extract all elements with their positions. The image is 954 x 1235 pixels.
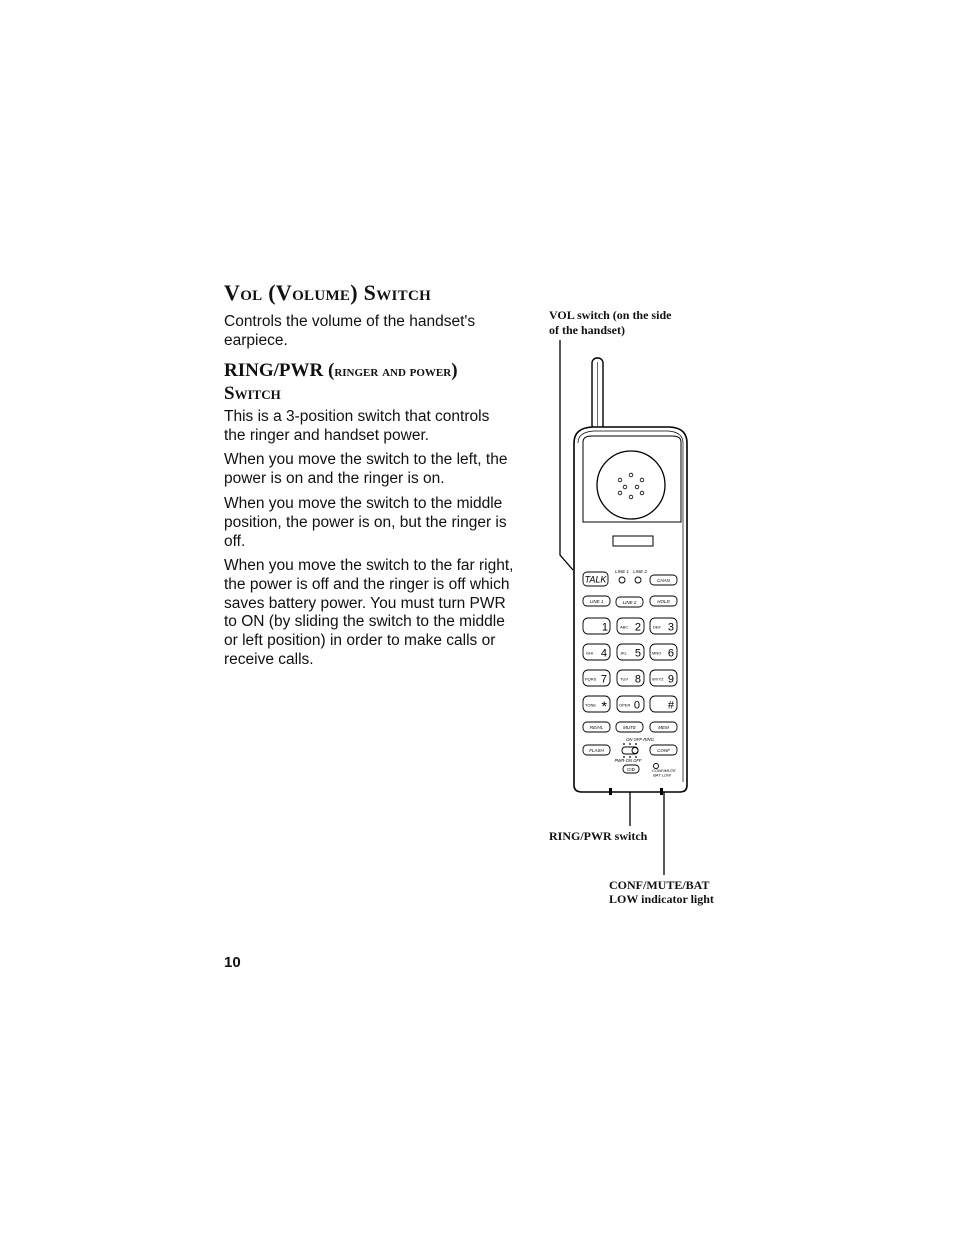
key-4[interactable] — [582, 643, 611, 661]
paragraph: When you move the switch to the left, th… — [224, 451, 508, 487]
vol-leader-line — [559, 340, 574, 571]
callout-line: of the handset) — [549, 322, 626, 337]
key-letters: TUV — [620, 677, 628, 682]
line2-button[interactable] — [615, 596, 644, 608]
switch-top-label: ON OFF-RING — [626, 737, 654, 742]
line1-led-icon — [618, 576, 626, 584]
key-9[interactable] — [649, 669, 678, 687]
key-6[interactable] — [649, 643, 678, 661]
key-digit: 0 — [634, 700, 640, 712]
callout-line: LOW indicator light — [609, 892, 714, 906]
cid-label: CID — [627, 767, 636, 772]
key-digit: 5 — [635, 648, 641, 660]
vol-switch-callout: VOL switch (on the side of the handset) — [549, 308, 671, 337]
paragraph: When you move the switch to the far righ… — [224, 557, 514, 668]
key-digit: 7 — [601, 674, 607, 686]
conf-label: CONF — [657, 748, 670, 753]
charging-contact — [609, 788, 612, 795]
key-letters: JKL — [620, 651, 628, 656]
earpiece-icon — [596, 450, 666, 520]
key-2[interactable] — [616, 617, 645, 635]
body-inner-line — [577, 430, 684, 782]
subheading-part3: ) — [451, 360, 458, 381]
key-letters: PQRS — [585, 677, 597, 682]
key-letters: OPER — [619, 703, 630, 708]
mem-button[interactable] — [649, 721, 678, 733]
mute-button[interactable] — [615, 721, 644, 733]
paragraph: When you move the switch to the middle p… — [224, 495, 507, 550]
indicator-label: CONF/MUTE — [652, 768, 676, 773]
mem-label: MEM — [658, 725, 669, 730]
key-letters: WXYZ — [652, 677, 664, 682]
flash-button[interactable] — [582, 744, 611, 756]
key-digit: * — [602, 698, 608, 714]
vol-description: Controls the volume of the handset's ear… — [224, 313, 476, 349]
key-digit: # — [668, 700, 675, 712]
key-5[interactable] — [616, 643, 645, 661]
talk-button[interactable] — [582, 571, 609, 587]
key-0[interactable] — [616, 695, 645, 713]
key-star[interactable] — [582, 695, 611, 713]
subheading-part2: ringer and power — [334, 364, 452, 380]
indicator-label: BAT LOW — [653, 773, 672, 778]
key-digit: 6 — [668, 648, 674, 660]
chan-button[interactable] — [649, 574, 678, 586]
ring-pwr-callout: RING/PWR switch — [549, 829, 648, 843]
key-3[interactable] — [649, 617, 678, 635]
line1-led-label: LINE 1 — [615, 569, 629, 574]
mute-label: MUTE — [623, 725, 637, 730]
line1-button-label: LINE 1 — [590, 599, 604, 604]
key-letters: ABC — [620, 625, 628, 630]
key-letters: DEF — [653, 625, 662, 630]
line2-button-label: LINE 2 — [623, 600, 637, 605]
key-letters: TONE — [585, 703, 596, 708]
subsection-heading: RING/PWR (ringer and power) Switch — [224, 360, 524, 405]
key-digit: 9 — [668, 674, 674, 686]
hold-button-label: HOLD — [657, 599, 670, 604]
charging-contact — [660, 788, 663, 795]
speaker-holes — [617, 472, 645, 500]
redial-label: RE/HL — [590, 725, 604, 730]
line2-led-label: LINE 2 — [633, 569, 647, 574]
display-window — [612, 535, 654, 547]
key-letters: MNO — [652, 651, 661, 656]
chan-label: CHAN — [657, 578, 671, 583]
redial-button[interactable] — [582, 721, 611, 733]
switch-bottom-label: PWR-ON OFF — [615, 758, 642, 763]
key-1[interactable] — [582, 617, 611, 635]
subheading-part1: RING/PWR ( — [224, 360, 335, 381]
indicator-light-icon — [653, 763, 659, 769]
callout-line: VOL switch (on the side — [549, 308, 672, 322]
key-pound[interactable] — [649, 695, 678, 713]
key-letters: GHI — [586, 651, 593, 656]
indicator-callout: CONF/MUTE/BAT LOW indicator light — [609, 878, 714, 906]
cordless-handset-illustration: LINE 1 LINE 2 TALK CHAN LINE 1 LINE 2 HO… — [559, 340, 688, 875]
key-8[interactable] — [616, 669, 645, 687]
page-number: 10 — [224, 954, 241, 971]
ring-pwr-switch[interactable] — [621, 743, 639, 758]
callout-line: CONF/MUTE/BAT — [609, 878, 710, 892]
paragraph: This is a 3-position switch that control… — [224, 408, 490, 444]
key-7[interactable] — [582, 669, 611, 687]
conf-button[interactable] — [649, 744, 678, 756]
line2-led-icon — [634, 576, 642, 584]
key-digit: 2 — [635, 622, 641, 634]
line1-button[interactable] — [582, 595, 611, 607]
subheading-part4: Switch — [224, 383, 281, 404]
key-digit: 4 — [601, 648, 607, 660]
cid-button[interactable] — [622, 764, 640, 774]
keypad: 1 ABC 2 DEF 3 GHI 4 JKL 5 MNO 6 PQRS 7 T… — [582, 617, 678, 714]
key-digit: 1 — [602, 622, 608, 634]
key-digit: 3 — [668, 622, 674, 634]
talk-label: TALK — [585, 575, 608, 585]
key-digit: 8 — [635, 674, 641, 686]
hold-button[interactable] — [649, 595, 678, 607]
flash-label: FLASH — [589, 748, 604, 753]
section-heading: Vol (Volume) Switch — [224, 280, 432, 305]
